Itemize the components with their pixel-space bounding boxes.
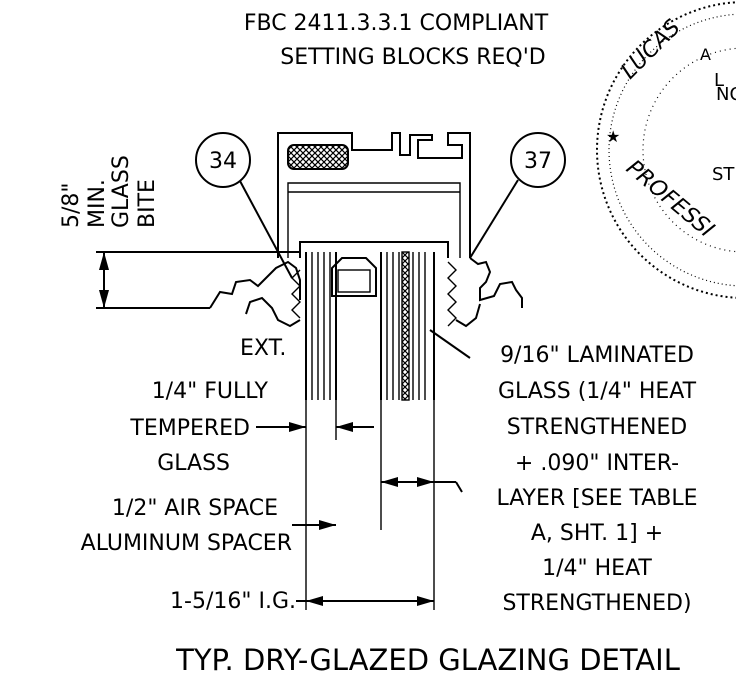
laminated-line3: STRENGTHENED bbox=[507, 415, 688, 440]
seal-text-top: LUCAS bbox=[617, 15, 686, 84]
air-space-label: 1/2" AIR SPACE ALUMINUM SPACER bbox=[81, 496, 292, 556]
tempered-glass-label: 1/4" FULLY TEMPERED GLASS bbox=[129, 379, 268, 476]
seal-frag-l: L bbox=[714, 70, 724, 91]
seal-frag-st: ST bbox=[712, 164, 735, 185]
tempered-line1: 1/4" FULLY bbox=[152, 379, 269, 404]
glass-lite-tempered bbox=[305, 252, 337, 400]
air-space-line2: ALUMINUM SPACER bbox=[81, 531, 292, 556]
glass-lite-laminated bbox=[380, 251, 435, 401]
engineer-seal: LUCAS PROFESSI A L NO ST ★ bbox=[596, 1, 736, 299]
glass-bite-dimension bbox=[96, 251, 300, 309]
glass-bite-line2: MIN. bbox=[85, 179, 110, 228]
callout-34-text: 34 bbox=[209, 149, 237, 174]
callout-37: 37 bbox=[469, 132, 566, 259]
seal-frag-no: NO bbox=[716, 84, 736, 105]
ig-dimension bbox=[296, 596, 434, 606]
weatherstrip bbox=[287, 144, 349, 170]
laminated-line6: A, SHT. 1] + bbox=[531, 521, 663, 546]
laminated-glass-label: 9/16" LAMINATED GLASS (1/4" HEAT STRENGT… bbox=[496, 343, 697, 616]
laminated-line4: + .090" INTER- bbox=[515, 451, 679, 476]
seal-frag-a: A bbox=[700, 45, 711, 64]
glass-bite-line1: 5/8" bbox=[59, 182, 84, 228]
air-space-line1: 1/2" AIR SPACE bbox=[112, 496, 278, 521]
seal-text-bottom: PROFESSI bbox=[621, 155, 718, 242]
laminated-leader bbox=[429, 329, 471, 359]
laminated-line2: GLASS (1/4" HEAT bbox=[498, 379, 697, 404]
laminated-line7: 1/4" HEAT bbox=[542, 556, 652, 581]
ext-label: EXT. bbox=[240, 336, 286, 361]
glass-bite-label: 5/8" MIN. GLASS BITE bbox=[59, 155, 160, 228]
tempered-line2: TEMPERED bbox=[129, 416, 250, 441]
dimension-extension-lines bbox=[305, 400, 435, 610]
laminated-dimension bbox=[381, 477, 463, 493]
laminated-line5: LAYER [SEE TABLE bbox=[496, 486, 697, 511]
tempered-dimension bbox=[256, 422, 374, 432]
fbc-note-line2: SETTING BLOCKS REQ'D bbox=[280, 45, 545, 70]
seal-star: ★ bbox=[606, 127, 620, 146]
ig-label: 1-5/16" I.G. bbox=[170, 589, 296, 614]
callout-34: 34 bbox=[195, 132, 293, 279]
tempered-line3: GLASS bbox=[157, 451, 230, 476]
laminated-line1: 9/16" LAMINATED bbox=[500, 343, 694, 368]
frame-section bbox=[209, 132, 523, 328]
air-space-leader bbox=[292, 520, 336, 530]
glass-bite-line3: GLASS bbox=[109, 155, 134, 228]
glass-bite-line4: BITE bbox=[135, 179, 160, 228]
fbc-note-line1: FBC 2411.3.3.1 COMPLIANT bbox=[244, 11, 549, 36]
callout-37-text: 37 bbox=[524, 149, 552, 174]
laminated-line8: STRENGTHENED) bbox=[502, 591, 691, 616]
detail-title: TYP. DRY-GLAZED GLAZING DETAIL bbox=[175, 643, 680, 677]
